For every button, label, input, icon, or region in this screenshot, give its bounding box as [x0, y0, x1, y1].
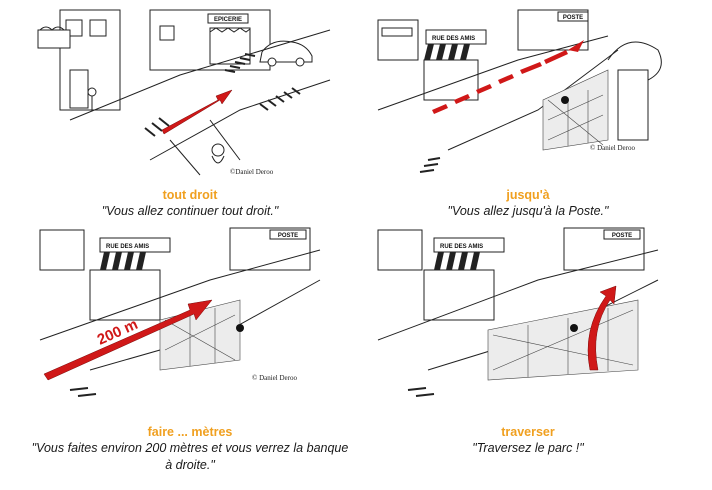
- arrow-straight: [161, 89, 233, 135]
- park-crossing-illustration: RUE DES AMIS POSTE: [377, 227, 659, 397]
- example-sentence: "Traversez le parc !": [472, 441, 584, 455]
- example-sentence: "Vous faites environ 200 mètres et vous …: [31, 441, 349, 472]
- arrow-dashed: [432, 40, 584, 114]
- credit: © Daniel Deroo: [252, 374, 297, 382]
- example-sentence: "Vous allez jusqu'à la Poste.": [447, 204, 609, 218]
- term-label: traverser: [501, 425, 555, 439]
- post-sign: POSTE: [612, 233, 632, 239]
- term-label: jusqu'à: [506, 188, 550, 202]
- street-sign: RUE DES AMIS: [106, 244, 149, 250]
- crossroads-illustration: EPICERIE ©Daniel Deroo: [37, 9, 331, 176]
- post-sign: POSTE: [278, 233, 298, 239]
- credit: ©Daniel Deroo: [230, 168, 274, 176]
- term-label: faire ... mètres: [147, 425, 233, 439]
- example-sentence: "Vous allez continuer tout droit.": [101, 204, 279, 218]
- post-sign: POSTE: [563, 15, 583, 21]
- street-distance-illustration: RUE DES AMIS POSTE 200 m © Daniel Deroo: [39, 227, 321, 397]
- street-sign: RUE DES AMIS: [432, 36, 475, 42]
- arrow-cross-park: [587, 285, 617, 371]
- street-to-post-office-illustration: RUE DES AMIS POSTE: [377, 9, 662, 173]
- street-sign: RUE DES AMIS: [440, 244, 483, 250]
- shop-sign: EPICERIE: [214, 17, 242, 23]
- arrow-distance: [43, 299, 213, 381]
- term-label: tout droit: [162, 188, 218, 202]
- credit: © Daniel Deroo: [590, 144, 635, 152]
